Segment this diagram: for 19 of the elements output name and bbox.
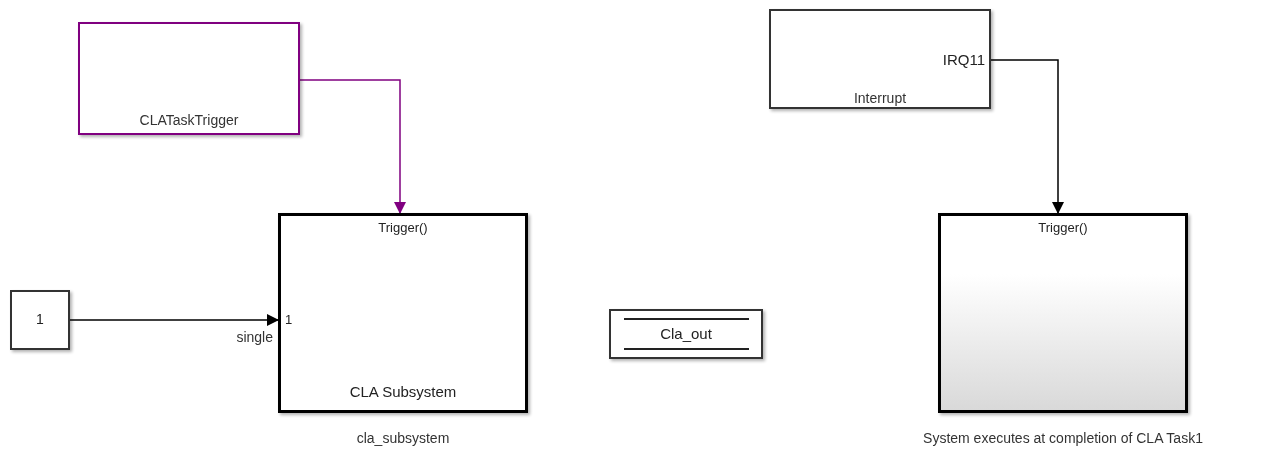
edge-label: single (235, 330, 274, 344)
goto-block (609, 309, 763, 359)
constant-block (10, 290, 70, 350)
block-text: 1 (36, 311, 44, 329)
block-text: Trigger() (1037, 220, 1089, 237)
trigger-block (78, 22, 300, 135)
arrow (69, 314, 279, 326)
interrupt-block (769, 9, 991, 109)
block-text: 1 (285, 312, 293, 329)
arrow (299, 79, 406, 214)
block-caption: cla_subsystem (355, 429, 451, 448)
block-text: IRQ11 (942, 51, 985, 70)
block-text: Trigger() (377, 220, 429, 237)
block-name: CLA Subsystem (348, 383, 458, 402)
block-caption: System executes at completion of CLA Task1 (922, 429, 1204, 448)
arrow (990, 59, 1064, 214)
block-name: Interrupt (852, 89, 908, 107)
block-text: CLATaskTrigger (138, 111, 240, 129)
block-text: Cla_out (623, 317, 749, 351)
